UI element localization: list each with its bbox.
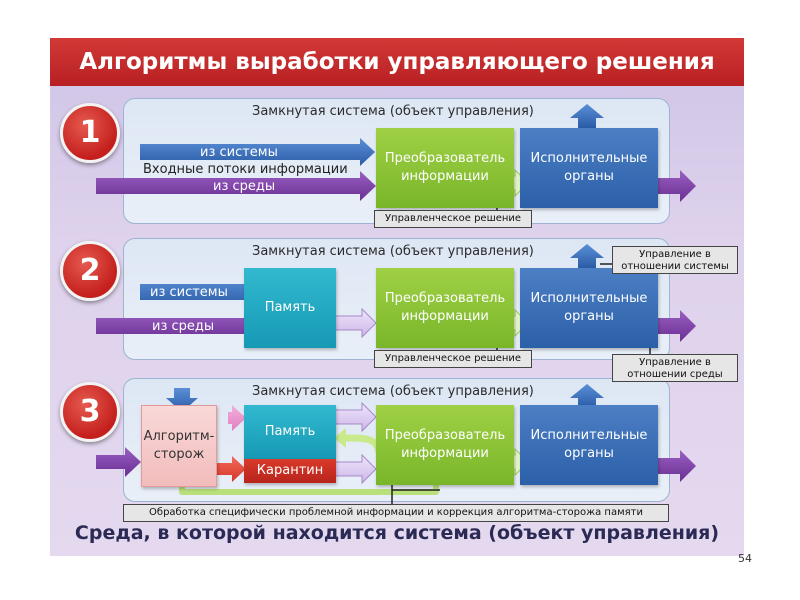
arrow-feedback-head (334, 428, 346, 448)
panel-2-title: Замкнутая система (объект управления) (252, 244, 534, 259)
arrow-in-3 (96, 447, 141, 477)
arrow-guard-to-memory (228, 405, 246, 431)
from-env-label-1: из среды (213, 179, 276, 194)
control-env-callout: Управление в отношении среды (612, 354, 738, 382)
title-bar (50, 38, 744, 86)
arrow-up-3 (570, 384, 604, 408)
arrow-from-env-1 (96, 171, 376, 201)
panel-1-title: Замкнутая система (объект управления) (252, 104, 534, 119)
arrow-up-2 (570, 244, 604, 268)
memory-box-3: Память (244, 405, 336, 459)
arrow-from-system-1 (140, 138, 375, 166)
arrow-memory-to-converter-2 (332, 307, 377, 339)
badge-3: 3 (60, 382, 120, 442)
decision-callout-1: Управленческое решение (374, 210, 532, 228)
badge-1: 1 (60, 103, 120, 163)
converter-box-2: Преобразователь информации (376, 268, 514, 348)
executive-box-3: Исполнительные органы (520, 405, 658, 485)
executive-box-2: Исполнительные органы (520, 268, 658, 348)
arrow-guard-to-quarantine (214, 456, 246, 482)
page-number: 54 (738, 552, 752, 565)
badge-2: 2 (60, 241, 120, 301)
guard-box: Алгоритм-сторож (141, 405, 217, 487)
converter-box-3: Преобразователь информации (376, 405, 514, 485)
arrow-up-1 (570, 104, 604, 128)
decision-callout-2: Управленческое решение (374, 350, 532, 368)
arrow-down-guard (166, 388, 198, 412)
memory-box-2: Память (244, 268, 336, 348)
control-system-callout: Управление в отношении системы (612, 246, 738, 274)
panel-3-title: Замкнутая система (объект управления) (252, 384, 534, 399)
arrow-from-env-2 (96, 311, 260, 341)
processing-callout: Обработка специфически проблемной информ… (123, 504, 669, 522)
executive-box-1: Исполнительные органы (520, 128, 658, 208)
arrow-memory-to-converter-3 (332, 401, 377, 433)
from-system-label-1: из системы (200, 145, 278, 160)
quarantine-box: Карантин (244, 459, 336, 483)
converter-box-1: Преобразователь информации (376, 128, 514, 208)
from-env-label-2: из среды (152, 319, 215, 334)
processing-bracket (179, 482, 439, 495)
from-system-label-2: из системы (150, 285, 228, 300)
arrow-quarantine-to-converter (332, 453, 377, 485)
footer-caption: Среда, в которой находится система (объе… (74, 522, 720, 544)
slide-title: Алгоритмы выработки управляющего решения (79, 49, 715, 75)
arrow-from-system-2 (140, 277, 260, 307)
input-flows-label: Входные потоки информации (143, 162, 348, 177)
